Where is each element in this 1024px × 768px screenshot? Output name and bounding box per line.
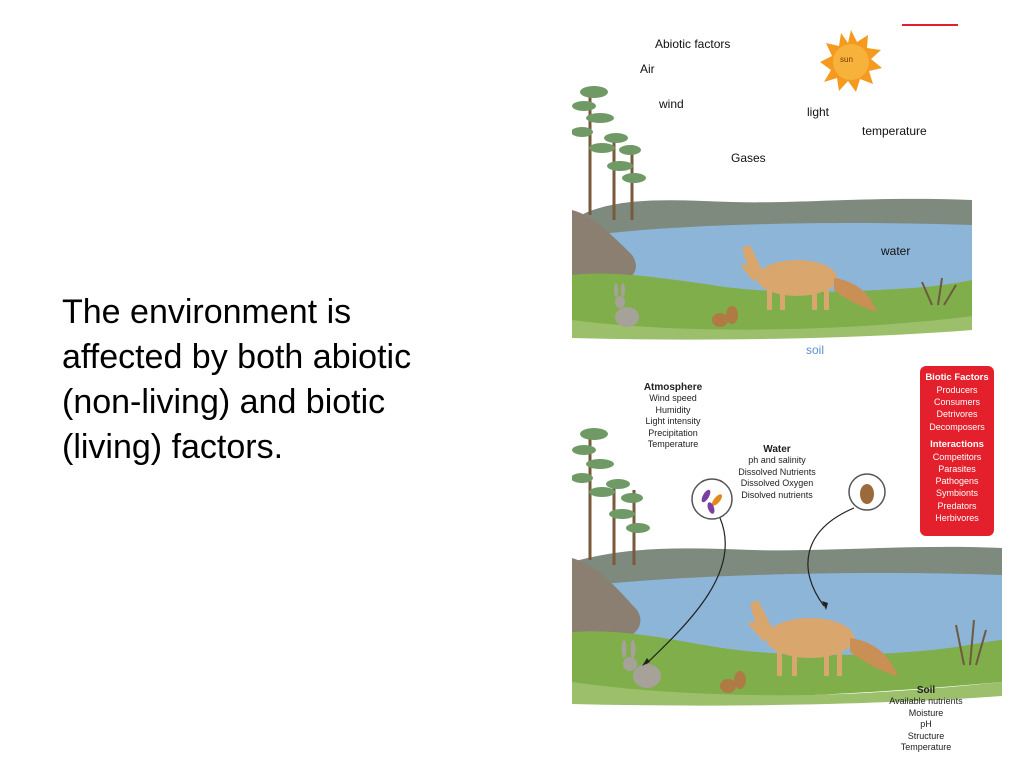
beetle-bubble-icon	[848, 473, 886, 511]
biotic-heading: Biotic Factors	[925, 372, 989, 383]
bacteria-bubble-icon	[691, 478, 733, 520]
water-panel: Water ph and salinity Dissolved Nutrient…	[730, 444, 824, 501]
bottom-ecosystem-illustration	[572, 428, 1002, 706]
biotic-item: Detrivores	[936, 409, 978, 420]
biotic-factors-box: Biotic Factors Producers Consumers Detri…	[920, 366, 994, 536]
water-heading: Water	[763, 444, 791, 455]
atmosphere-item: Precipitation	[648, 427, 698, 438]
soil-label: soil	[806, 343, 825, 357]
interaction-item: Pathogens	[935, 476, 979, 487]
water-label: water	[881, 244, 911, 258]
interaction-item: Symbionts	[935, 488, 979, 499]
interaction-item: Parasites	[938, 464, 976, 475]
soil-item: Available nutrients	[889, 696, 963, 706]
water-item: Disolved nutrients	[741, 489, 813, 500]
pine-trees	[588, 90, 634, 220]
abiotic-factors-title: Abiotic factors	[655, 37, 731, 51]
arrow-to-rabbit	[645, 517, 726, 665]
red-accent-line	[902, 24, 958, 26]
soil-item: Moisture	[908, 707, 944, 718]
light-label: light	[807, 105, 830, 119]
atmosphere-heading: Atmosphere	[643, 382, 703, 393]
squirrel-illustration	[712, 306, 738, 327]
reeds	[921, 277, 957, 306]
temperature-label: temperature	[862, 124, 927, 138]
soil-heading: Soil	[916, 685, 936, 696]
atmosphere-item: Wind speed	[649, 393, 697, 403]
rock-cliff	[572, 210, 636, 282]
interaction-item: Predators	[937, 500, 977, 511]
biotic-item: Consumers	[933, 397, 980, 408]
top-ecosystem-illustration	[572, 30, 972, 340]
soil-item: Structure	[907, 730, 945, 741]
text-line: affected by both abiotic	[62, 338, 412, 376]
water-item: ph and salinity	[748, 455, 806, 465]
rabbit-illustration	[614, 283, 639, 327]
water-item: Dissolved Nutrients	[738, 466, 816, 477]
atmosphere-panel: Atmosphere Wind speed Humidity Light int…	[630, 382, 716, 451]
coyote-illustration	[740, 245, 877, 312]
air-label: Air	[640, 62, 655, 76]
soil-item: pH	[920, 719, 932, 729]
atmosphere-item: Light intensity	[645, 416, 701, 426]
interactions-heading: Interactions	[930, 438, 984, 450]
biotic-item: Producers	[936, 385, 978, 395]
water-item: Dissolved Oxygen	[740, 478, 814, 488]
atmosphere-item: Humidity	[655, 404, 691, 415]
gases-label: Gases	[731, 151, 766, 165]
biotic-item: Decomposers	[929, 421, 985, 432]
sun-label: sun	[840, 55, 853, 64]
text-line: (living) factors.	[62, 428, 284, 466]
sun-icon	[820, 30, 882, 92]
soil-item: Temperature	[900, 742, 952, 752]
slide-body-text: The environment is affected by both abio…	[62, 290, 502, 470]
soil-panel: Soil Available nutrients Moisture pH Str…	[880, 685, 972, 754]
wind-label: wind	[659, 97, 684, 111]
arrow-to-coyote	[807, 507, 855, 607]
text-line: The environment is	[62, 293, 352, 331]
atmosphere-item: Temperature	[647, 439, 699, 449]
interaction-item: Competitors	[932, 451, 982, 462]
interaction-item: Herbivores	[935, 512, 979, 523]
text-line: (non-living) and biotic	[62, 383, 386, 421]
